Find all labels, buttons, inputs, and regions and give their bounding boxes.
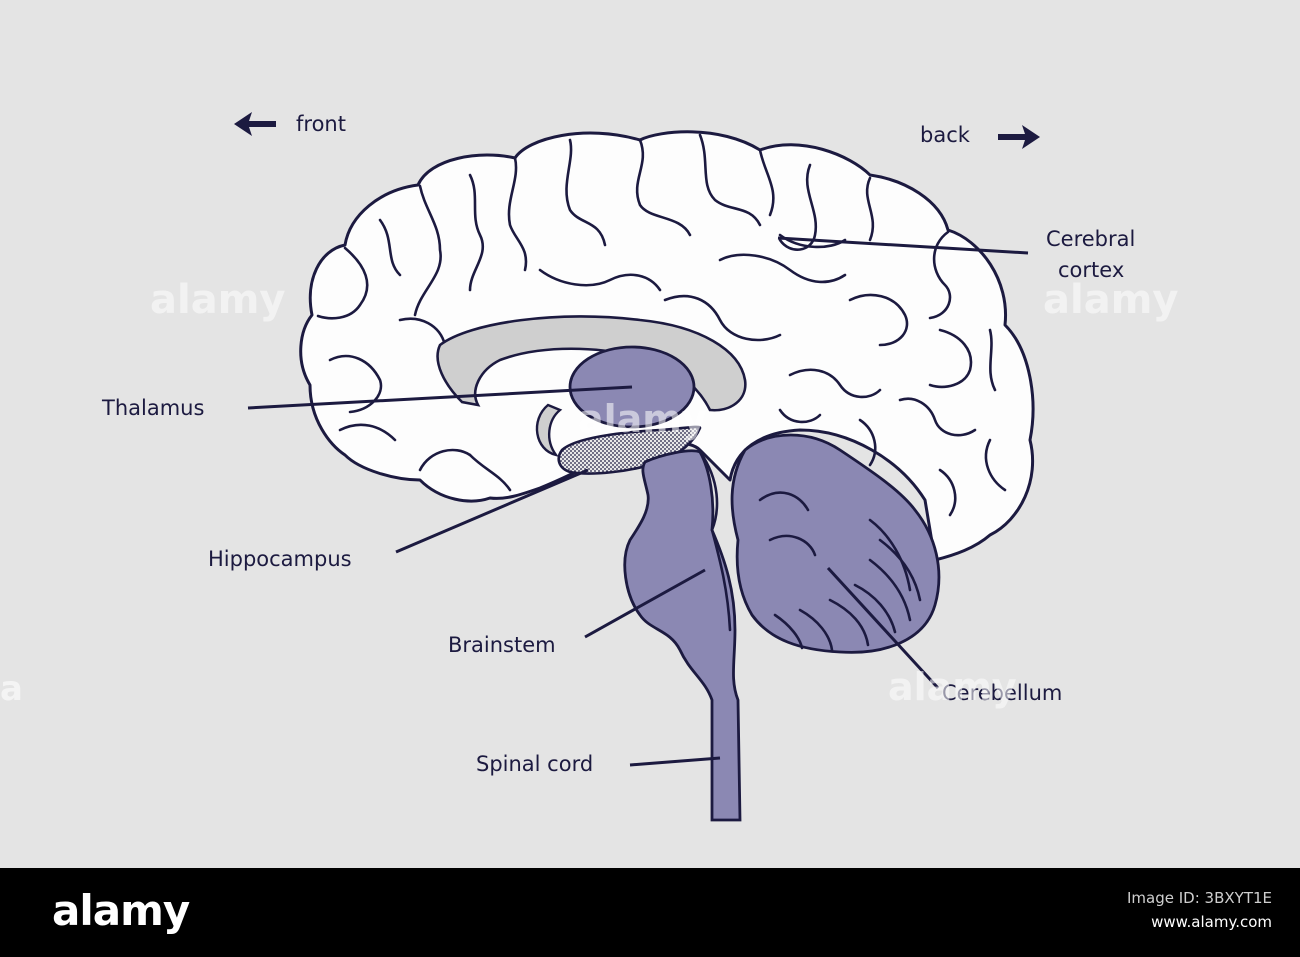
footer-info: Image ID: 3BXYT1E www.alamy.com <box>1127 886 1272 934</box>
label-brainstem: Brainstem <box>448 633 556 657</box>
cerebellum-region <box>730 433 941 654</box>
leader-spinal-cord <box>629 756 721 767</box>
footer-bar: alamy Image ID: 3BXYT1E www.alamy.com <box>0 868 1300 957</box>
label-spinal-cord: Spinal cord <box>476 752 593 776</box>
leader-thalamus <box>247 385 633 410</box>
label-hippocampus: Hippocampus <box>208 547 352 571</box>
watermark-right: alamy <box>1043 277 1178 323</box>
front-label: front <box>296 112 346 136</box>
watermark-edge-left: a <box>0 669 23 709</box>
label-cerebral-cortex-line2: cortex <box>1058 258 1124 282</box>
hippocampus-region <box>557 425 702 475</box>
cerebellum-folia <box>758 491 922 652</box>
brainstem-region <box>623 449 742 822</box>
leader-cerebral-cortex <box>777 236 1029 255</box>
arrow-right-icon <box>998 125 1040 149</box>
watermark-bottom-right: alamy <box>888 665 1017 709</box>
leader-brainstem <box>584 568 706 639</box>
label-thalamus: Thalamus <box>101 396 204 420</box>
brainstem-contour <box>698 450 732 632</box>
site-url: www.alamy.com <box>1151 913 1272 931</box>
label-cerebral-cortex-line1: Cerebral <box>1046 227 1135 251</box>
label-cerebellum: Cerebellum <box>942 681 1062 705</box>
watermark-center: alamy <box>578 397 707 441</box>
leader-cerebellum <box>826 566 940 690</box>
watermark-left: alamy <box>150 277 285 323</box>
back-label: back <box>920 123 971 147</box>
cortex-folds <box>316 133 1007 517</box>
arrow-left-icon <box>234 112 276 136</box>
leader-hippocampus <box>395 468 589 554</box>
fornix <box>535 403 563 457</box>
image-id: Image ID: 3BXYT1E <box>1127 889 1272 907</box>
footer-logo: alamy <box>52 886 190 935</box>
corpus-callosum <box>436 315 747 412</box>
brain-diagram: front back <box>0 112 1178 822</box>
